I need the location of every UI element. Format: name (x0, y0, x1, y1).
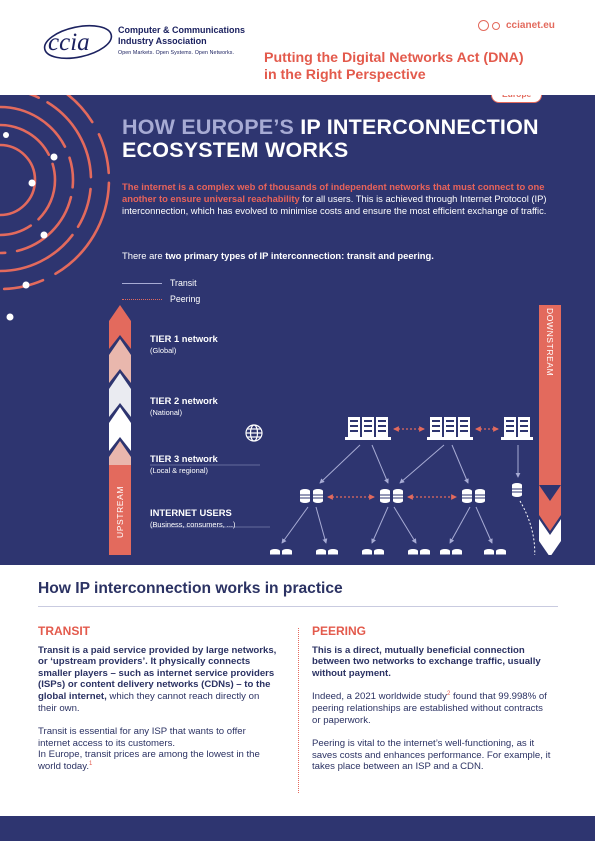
server-stack-icon (269, 548, 293, 555)
website-link[interactable]: ccianet.eu (478, 20, 555, 31)
column-divider (298, 628, 299, 793)
tier2-label: TIER 2 network (National) (150, 395, 218, 417)
tier1-name: TIER 1 network (150, 333, 218, 344)
peering-paragraph-1: This is a direct, mutually beneficial co… (312, 645, 552, 680)
hero-intro-highlight: The internet is a complex web of thousan… (122, 181, 545, 204)
practice-title: How IP interconnection works in practice (38, 580, 343, 597)
server-rack-icon (345, 417, 391, 440)
transit-heading: TRANSIT (38, 624, 90, 638)
transit-p1-bold: Transit is a paid service provided by la… (38, 644, 277, 702)
transit-paragraph-2: Transit is essential for any ISP that wa… (38, 726, 278, 749)
hero-intro: The internet is a complex web of thousan… (122, 181, 557, 216)
org-name: Computer & Communications Industry Assoc… (118, 25, 268, 56)
types-bold: two primary types of IP interconnection:… (165, 250, 434, 261)
legend-peering: Peering (122, 291, 200, 307)
users-sub: (Business, consumers, ...) (150, 520, 236, 529)
footnote-ref-2[interactable]: 2 (446, 691, 451, 698)
tier1-servers (345, 417, 533, 440)
transit-p3: In Europe, transit prices are among the … (38, 749, 260, 772)
types-prefix: There are (122, 250, 166, 261)
org-name-line1: Computer & Communications (118, 25, 246, 35)
legend-transit-label: Transit (170, 278, 197, 288)
server-stack-icon (315, 548, 339, 555)
tier3-servers (269, 548, 507, 555)
server-stack-icon (439, 548, 463, 555)
document-title-line2: in the Right Perspective (264, 67, 426, 83)
peering-paragraph-3: Peering is vital to the internet’s well-… (312, 738, 552, 773)
tier1-label: TIER 1 network (Global) (150, 333, 218, 355)
peering-column: PEERING This is a direct, mutually benef… (312, 624, 552, 785)
upstream-label: UPSTREAM (115, 485, 125, 538)
tier1-sub: (Global) (150, 346, 177, 355)
hero-title: HOW EUROPE’S IP INTERCONNECTION ECOSYSTE… (122, 116, 582, 162)
hero-intro-rest: for all users. This is achieved through … (122, 192, 547, 216)
diagram-legend: Transit Peering (122, 275, 200, 307)
users-label: INTERNET USERS (Business, consumers, ...… (150, 507, 235, 529)
ccia-logo: ccia (43, 24, 113, 60)
server-stack-icon (361, 548, 385, 555)
tier2-name: TIER 2 network (150, 395, 218, 406)
link-dot-icon (478, 20, 489, 31)
upstream-column (109, 305, 131, 555)
server-stack-icon (299, 488, 324, 504)
peering-heading: PEERING (312, 624, 367, 638)
peering-p1-bold: This is a direct, mutually beneficial co… (312, 644, 541, 679)
org-name-line2: Industry Association (118, 36, 207, 46)
hero-title-line2: ECOSYSTEM WORKS (122, 138, 349, 162)
hero-section: Europe HOW EUROPE’S IP INTERCONNECTION E… (0, 95, 595, 565)
transit-p1-rest: which they cannot reach directly on thei… (38, 690, 260, 714)
peering-p2-a: Indeed, a 2021 worldwide study (312, 691, 447, 703)
downstream-column (539, 305, 561, 555)
peering-p3: Peering is vital to the internet’s well-… (312, 738, 551, 773)
interconnection-types: There are two primary types of IP interc… (122, 250, 562, 261)
region-badge: Europe (491, 95, 543, 103)
network-diagram (109, 305, 561, 555)
users-name: INTERNET USERS (150, 507, 232, 518)
globe-icon (245, 424, 263, 442)
section-divider (38, 606, 558, 607)
tier3-label: TIER 3 network (Local & regional) (150, 453, 218, 475)
footer-band (0, 816, 595, 841)
peering-line-icon (122, 298, 162, 300)
legend-peering-label: Peering (170, 294, 201, 304)
server-stack-icon (379, 488, 404, 504)
document-title: Putting the Digital Networks Act (DNA) i… (264, 50, 574, 84)
server-rack-icon (427, 417, 473, 440)
tier2-servers (299, 482, 523, 504)
server-stack-icon (483, 548, 507, 555)
decorative-arcs-icon (0, 95, 111, 321)
hero-title-muted: HOW EUROPE’S (122, 115, 295, 139)
server-stack-icon (511, 482, 523, 498)
svg-text:ccia: ccia (48, 29, 90, 56)
server-stack-icon (407, 548, 431, 555)
hero-title-part1: IP INTERCONNECTION (300, 115, 539, 139)
tier2-sub: (National) (150, 408, 183, 417)
transit-p2: Transit is essential for any ISP that wa… (38, 726, 246, 749)
tier3-sub: (Local & regional) (150, 466, 208, 475)
server-stack-icon (461, 488, 486, 504)
transit-line-icon (122, 282, 162, 284)
transit-column: TRANSIT Transit is a paid service provid… (38, 624, 278, 785)
downstream-label: DOWNSTREAM (545, 308, 555, 377)
transit-paragraph-3: In Europe, transit prices are among the … (38, 749, 278, 772)
transit-paragraph-1: Transit is a paid service provided by la… (38, 645, 278, 715)
document-title-line1: Putting the Digital Networks Act (DNA) (264, 50, 524, 66)
link-dot-small-icon (492, 21, 500, 30)
header: ccia Computer & Communications Industry … (0, 0, 595, 95)
tier3-name: TIER 3 network (150, 453, 218, 464)
peering-paragraph-2: Indeed, a 2021 worldwide study2 found th… (312, 691, 552, 726)
website-url[interactable]: ccianet.eu (506, 20, 555, 31)
footnote-ref-1[interactable]: 1 (89, 760, 93, 767)
server-rack-icon (501, 417, 533, 440)
legend-transit: Transit (122, 275, 200, 291)
org-tagline: Open Markets. Open Systems. Open Network… (118, 50, 235, 56)
peering-p2-b: found that 99.998% of peering relationsh… (312, 691, 547, 726)
